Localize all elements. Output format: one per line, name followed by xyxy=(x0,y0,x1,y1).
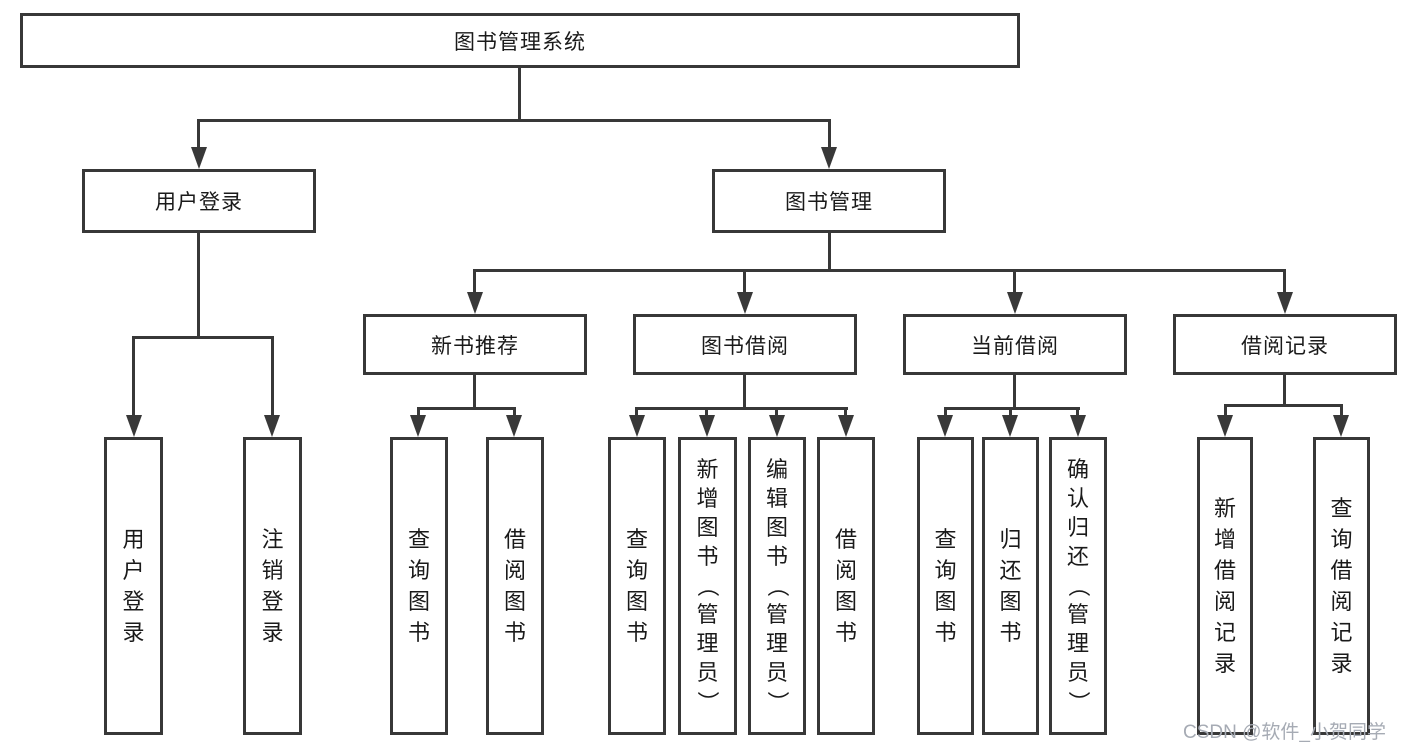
arrowhead-leaf-query-books-recommend xyxy=(410,415,426,437)
leaf-query-borrow-record-label: 查询借阅记录 xyxy=(1330,495,1353,676)
node-user-login: 用户登录 xyxy=(82,169,316,233)
leaf-query-books-current: 查询图书 xyxy=(917,437,974,735)
connector-mgmt-drop-4 xyxy=(1283,269,1286,296)
leaf-borrow-books-recommend-label: 借阅图书 xyxy=(503,526,526,645)
node-book-borrow: 图书借阅 xyxy=(633,314,857,375)
connector-login-drop-1 xyxy=(132,336,135,418)
leaf-borrow-books-label: 借阅图书 xyxy=(834,526,857,645)
node-root: 图书管理系统 xyxy=(20,13,1020,68)
connector-login-bar xyxy=(132,336,274,339)
arrowhead-user-login xyxy=(191,147,207,169)
leaf-user-login: 用户登录 xyxy=(104,437,163,735)
connector-login-stem xyxy=(197,233,200,338)
node-root-label: 图书管理系统 xyxy=(454,30,586,54)
leaf-add-book-admin-label: 新增图书（管理员） xyxy=(695,457,721,714)
leaf-borrow-books-recommend: 借阅图书 xyxy=(486,437,544,735)
arrowhead-leaf-user-login xyxy=(126,415,142,437)
arrowhead-leaf-borrow-books xyxy=(838,415,854,437)
connector-root-stem xyxy=(518,68,521,121)
connector-recommend-drop-1 xyxy=(417,407,420,418)
connector-mgmt-drop-2 xyxy=(743,269,746,296)
arrowhead-leaf-query-books-current xyxy=(937,415,953,437)
connector-mgmt-stem xyxy=(828,233,831,271)
node-current-borrow-label: 当前借阅 xyxy=(971,334,1059,358)
arrowhead-leaf-query-borrow-record xyxy=(1333,415,1349,437)
arrowhead-leaf-confirm-return xyxy=(1070,415,1086,437)
leaf-query-books-recommend-label: 查询图书 xyxy=(407,526,430,645)
connector-mgmt-bar xyxy=(473,269,1286,272)
arrowhead-book-borrow xyxy=(737,292,753,314)
arrowhead-new-book-recommend xyxy=(467,292,483,314)
leaf-add-borrow-record-label: 新增借阅记录 xyxy=(1213,495,1236,676)
node-book-management-label: 图书管理 xyxy=(785,191,873,214)
leaf-logout: 注销登录 xyxy=(243,437,302,735)
connector-borrow-drop-1 xyxy=(635,407,638,418)
connector-mgmt-drop-1 xyxy=(473,269,476,296)
arrowhead-leaf-query-books-borrow xyxy=(629,415,645,437)
leaf-edit-book-admin: 编辑图书（管理员） xyxy=(748,437,806,735)
connector-current-drop-3 xyxy=(1076,407,1079,418)
leaf-query-books-borrow-label: 查询图书 xyxy=(625,526,648,645)
arrowhead-book-management xyxy=(821,147,837,169)
connector-root-bar xyxy=(197,119,831,122)
connector-borrow-stem xyxy=(743,375,746,409)
leaf-confirm-return-admin-label: 确认归还（管理员） xyxy=(1065,457,1091,714)
leaf-logout-label: 注销登录 xyxy=(261,526,284,645)
leaf-query-books-borrow: 查询图书 xyxy=(608,437,666,735)
leaf-borrow-books: 借阅图书 xyxy=(817,437,875,735)
connector-records-bar xyxy=(1224,404,1343,407)
connector-current-drop-2 xyxy=(1009,407,1012,418)
node-book-management: 图书管理 xyxy=(712,169,946,233)
leaf-user-login-label: 用户登录 xyxy=(122,526,145,645)
arrowhead-leaf-edit-book-admin xyxy=(769,415,785,437)
connector-login-drop-2 xyxy=(271,336,274,418)
connector-current-bar xyxy=(944,407,1080,410)
csdn-watermark: CSDN @软件_小贺同学 xyxy=(1183,722,1386,743)
arrowhead-borrow-records xyxy=(1277,292,1293,314)
node-new-book-recommend: 新书推荐 xyxy=(363,314,587,375)
leaf-query-books-recommend: 查询图书 xyxy=(390,437,448,735)
connector-borrow-drop-3 xyxy=(775,407,778,418)
arrowhead-leaf-logout xyxy=(264,415,280,437)
connector-records-drop-2 xyxy=(1340,404,1343,418)
node-borrow-records-label: 借阅记录 xyxy=(1241,334,1329,358)
node-book-borrow-label: 图书借阅 xyxy=(701,334,789,358)
connector-borrow-drop-2 xyxy=(705,407,708,418)
leaf-add-book-admin: 新增图书（管理员） xyxy=(678,437,737,735)
connector-root-drop-left xyxy=(197,119,200,151)
arrowhead-leaf-borrow-books-recommend xyxy=(506,415,522,437)
connector-current-stem xyxy=(1013,375,1016,409)
connector-recommend-drop-2 xyxy=(513,407,516,418)
connector-current-drop-1 xyxy=(944,407,947,418)
leaf-return-book-label: 归还图书 xyxy=(999,526,1022,645)
leaf-edit-book-admin-label: 编辑图书（管理员） xyxy=(764,457,790,714)
node-new-book-recommend-label: 新书推荐 xyxy=(431,334,519,358)
leaf-confirm-return-admin: 确认归还（管理员） xyxy=(1049,437,1107,735)
arrowhead-current-borrow xyxy=(1007,292,1023,314)
connector-root-drop-right xyxy=(828,119,831,151)
connector-recommend-bar xyxy=(417,407,516,410)
arrowhead-leaf-add-book-admin xyxy=(699,415,715,437)
node-current-borrow: 当前借阅 xyxy=(903,314,1127,375)
leaf-query-books-current-label: 查询图书 xyxy=(934,526,957,645)
arrowhead-leaf-add-borrow-record xyxy=(1217,415,1233,437)
leaf-query-borrow-record: 查询借阅记录 xyxy=(1313,437,1370,735)
connector-records-drop-1 xyxy=(1224,404,1227,418)
leaf-return-book: 归还图书 xyxy=(982,437,1039,735)
node-user-login-label: 用户登录 xyxy=(155,191,243,214)
connector-borrow-drop-4 xyxy=(844,407,847,418)
connector-borrow-bar xyxy=(635,407,848,410)
leaf-add-borrow-record: 新增借阅记录 xyxy=(1197,437,1253,735)
connector-recommend-stem xyxy=(473,375,476,409)
connector-mgmt-drop-3 xyxy=(1013,269,1016,296)
node-borrow-records: 借阅记录 xyxy=(1173,314,1397,375)
connector-records-stem xyxy=(1283,375,1286,406)
arrowhead-leaf-return-book xyxy=(1002,415,1018,437)
